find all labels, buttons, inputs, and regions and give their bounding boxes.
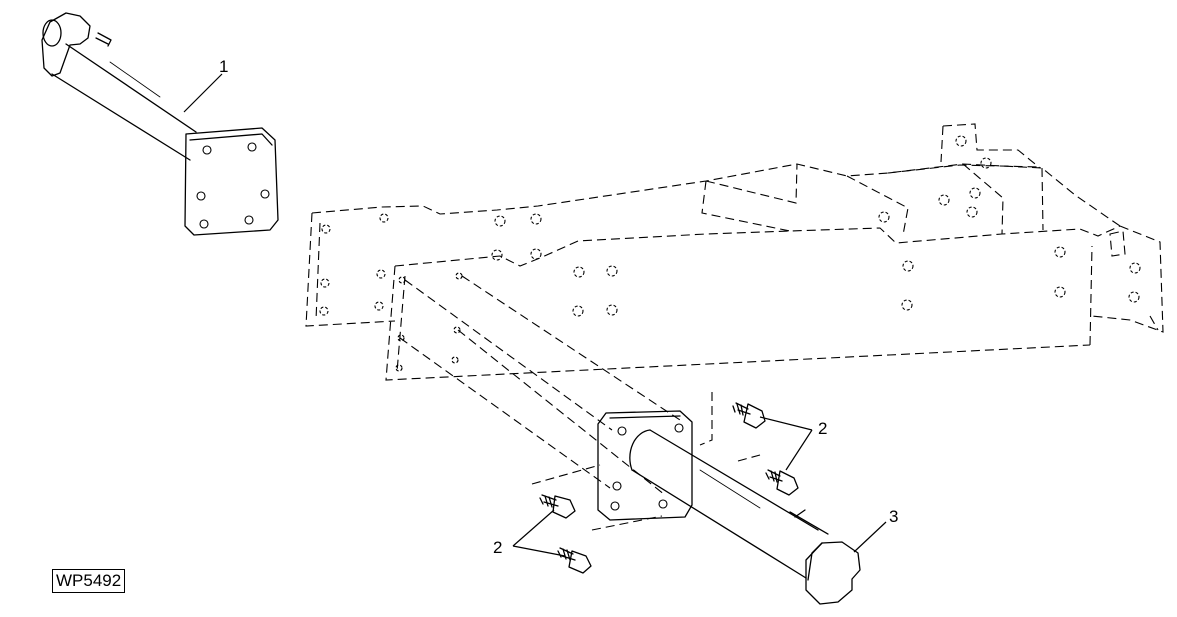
part-2-cap-screw-lower-1 [539, 494, 576, 519]
frame-assembly-phantom [305, 123, 1164, 381]
leader-lines [183, 73, 887, 557]
part-1-axle-pin [41, 12, 279, 236]
callout-part-2-upper: 2 [818, 419, 827, 438]
part-2-cap-screw-upper-2 [765, 469, 799, 496]
part-3-axle-pin [597, 410, 861, 605]
part-2-cap-screw-lower-2 [557, 547, 592, 574]
callout-part-3: 3 [889, 507, 898, 526]
callout-part-2-lower: 2 [493, 538, 502, 557]
figure-id-label: WP5492 [52, 569, 126, 593]
alignment-lines [399, 275, 761, 531]
part-2-cap-screw-upper-1 [732, 402, 766, 429]
callout-part-1: 1 [219, 57, 228, 76]
